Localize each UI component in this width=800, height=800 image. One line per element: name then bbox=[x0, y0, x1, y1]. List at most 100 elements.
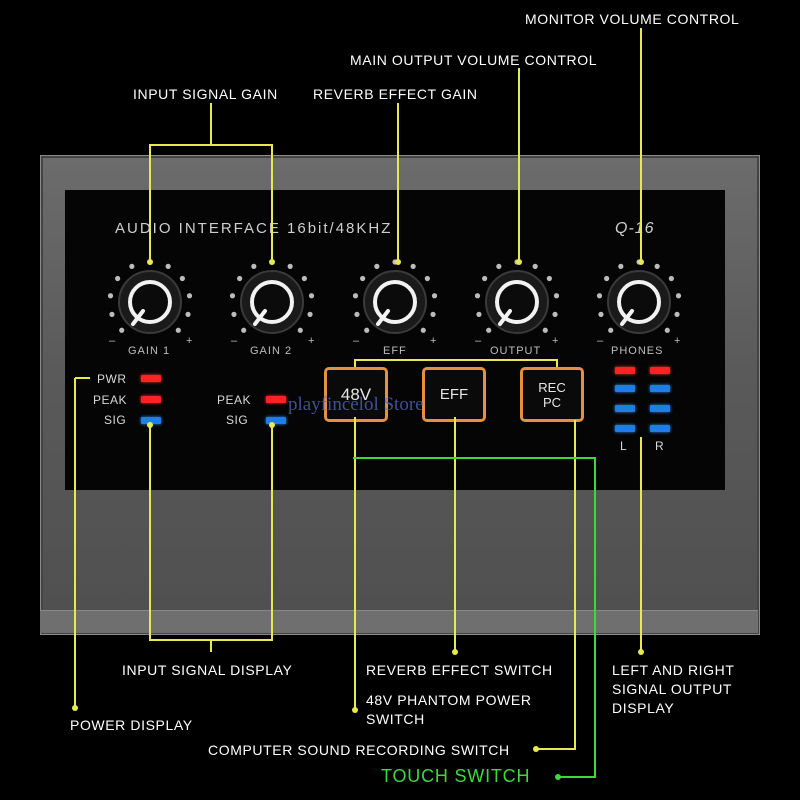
scale-dot bbox=[654, 263, 660, 269]
scale-dot bbox=[237, 275, 243, 282]
callout-dot bbox=[72, 705, 78, 711]
led-label-peak2: PEAK bbox=[217, 393, 252, 407]
scale-dot bbox=[482, 275, 488, 282]
callout-monitor-volume: MONITOR VOLUME CONTROL bbox=[525, 11, 740, 27]
scale-dot bbox=[430, 311, 436, 317]
scale-dot bbox=[664, 327, 670, 333]
callout-lr-line1: LEFT AND RIGHT bbox=[612, 662, 735, 678]
callout-dot bbox=[533, 746, 539, 752]
scale-dot bbox=[410, 263, 416, 269]
meter-l-4 bbox=[615, 425, 635, 432]
knob-pointer bbox=[131, 309, 145, 326]
minus-mark: – bbox=[231, 335, 239, 347]
switch-pc-label: PC bbox=[542, 394, 562, 410]
callout-dot bbox=[269, 259, 275, 265]
minus-mark: – bbox=[597, 335, 605, 347]
scale-dot bbox=[231, 311, 237, 317]
callout-dot bbox=[147, 422, 153, 428]
meter-l-1 bbox=[615, 367, 635, 374]
scale-dot bbox=[185, 311, 191, 317]
scale-dot bbox=[668, 275, 674, 282]
knob-label-output: OUTPUT bbox=[490, 345, 542, 357]
callout-dot bbox=[352, 707, 358, 713]
scale-dot bbox=[596, 293, 603, 299]
callout-phantom-line2: SWITCH bbox=[366, 711, 425, 727]
scale-dot bbox=[618, 263, 624, 269]
line-input-display bbox=[149, 425, 273, 641]
callout-reverb-gain: REVERB EFFECT GAIN bbox=[313, 86, 478, 102]
led-label-peak1: PEAK bbox=[93, 393, 128, 407]
callout-lr-line2: SIGNAL OUTPUT bbox=[612, 681, 733, 697]
meter-left-label: L bbox=[620, 439, 628, 453]
led-label-sig1: SIG bbox=[104, 413, 127, 427]
scale-dot bbox=[229, 293, 236, 299]
scale-dot bbox=[546, 275, 552, 282]
scale-dot bbox=[553, 293, 560, 299]
meter-r-4 bbox=[650, 425, 670, 432]
led-sig1 bbox=[141, 417, 161, 424]
scale-dot bbox=[431, 293, 438, 299]
line-switch-bracket bbox=[354, 359, 558, 367]
plus-mark: + bbox=[552, 335, 560, 347]
minus-mark: – bbox=[109, 335, 117, 347]
knob-label-phones: PHONES bbox=[611, 345, 664, 357]
knob-label-gain1: GAIN 1 bbox=[128, 345, 171, 357]
device-model: Q-16 bbox=[615, 220, 655, 237]
minus-mark: – bbox=[353, 335, 361, 347]
knob-1[interactable] bbox=[107, 259, 193, 334]
led-label-pwr: PWR bbox=[97, 372, 127, 386]
knob-pointer bbox=[498, 309, 512, 326]
plus-mark: + bbox=[674, 335, 682, 347]
meter-r-2 bbox=[650, 385, 670, 392]
led-label-sig2: SIG bbox=[226, 413, 249, 427]
callout-dot bbox=[638, 259, 644, 265]
meter-l-3 bbox=[615, 405, 635, 412]
scale-dot bbox=[297, 327, 303, 333]
callout-dot bbox=[269, 422, 275, 428]
led-pwr bbox=[141, 375, 161, 382]
callout-touch-switch: TOUCH SWITCH bbox=[381, 766, 531, 786]
led-sig2 bbox=[266, 417, 286, 424]
scale-dot bbox=[287, 263, 293, 269]
callout-dot bbox=[147, 259, 153, 265]
knob-label-gain2: GAIN 2 bbox=[250, 345, 293, 357]
led-peak1 bbox=[141, 396, 161, 403]
scale-dot bbox=[307, 311, 313, 317]
watermark: playfincelol Store bbox=[288, 394, 424, 415]
device-bottom-edge bbox=[40, 610, 758, 633]
scale-dot bbox=[424, 275, 430, 282]
scale-dot bbox=[360, 275, 366, 282]
knob-2[interactable] bbox=[229, 259, 315, 334]
plus-mark: + bbox=[430, 335, 438, 347]
switch-rec-label: REC bbox=[538, 379, 566, 395]
scale-dot bbox=[129, 263, 135, 269]
callout-dot bbox=[555, 774, 561, 780]
scale-dot bbox=[119, 327, 125, 333]
knob-3[interactable] bbox=[352, 259, 438, 334]
knob-pointer bbox=[620, 309, 634, 326]
scale-dot bbox=[552, 311, 558, 317]
knob-pointer bbox=[253, 309, 267, 326]
scale-dot bbox=[352, 293, 359, 299]
scale-dot bbox=[598, 311, 604, 317]
scale-dot bbox=[186, 293, 193, 299]
switch-48v[interactable]: 48V bbox=[324, 367, 388, 422]
scale-dot bbox=[107, 293, 114, 299]
scale-dot bbox=[608, 327, 614, 333]
callout-reverb-switch: REVERB EFFECT SWITCH bbox=[366, 662, 553, 678]
scale-dot bbox=[496, 263, 502, 269]
knob-4[interactable] bbox=[474, 259, 560, 334]
scale-dot bbox=[374, 263, 380, 269]
scale-dot bbox=[251, 263, 257, 269]
switch-rec-pc[interactable]: REC PC bbox=[520, 367, 584, 422]
callout-input-display: INPUT SIGNAL DISPLAY bbox=[122, 662, 293, 678]
plus-mark: + bbox=[308, 335, 316, 347]
scale-dot bbox=[354, 311, 360, 317]
callout-phantom-line1: 48V PHANTOM POWER bbox=[366, 692, 532, 708]
scale-dot bbox=[486, 327, 492, 333]
scale-dot bbox=[241, 327, 247, 333]
scale-dot bbox=[301, 275, 307, 282]
scale-dot bbox=[364, 327, 370, 333]
scale-dot bbox=[674, 311, 680, 317]
scale-dot bbox=[476, 311, 482, 317]
